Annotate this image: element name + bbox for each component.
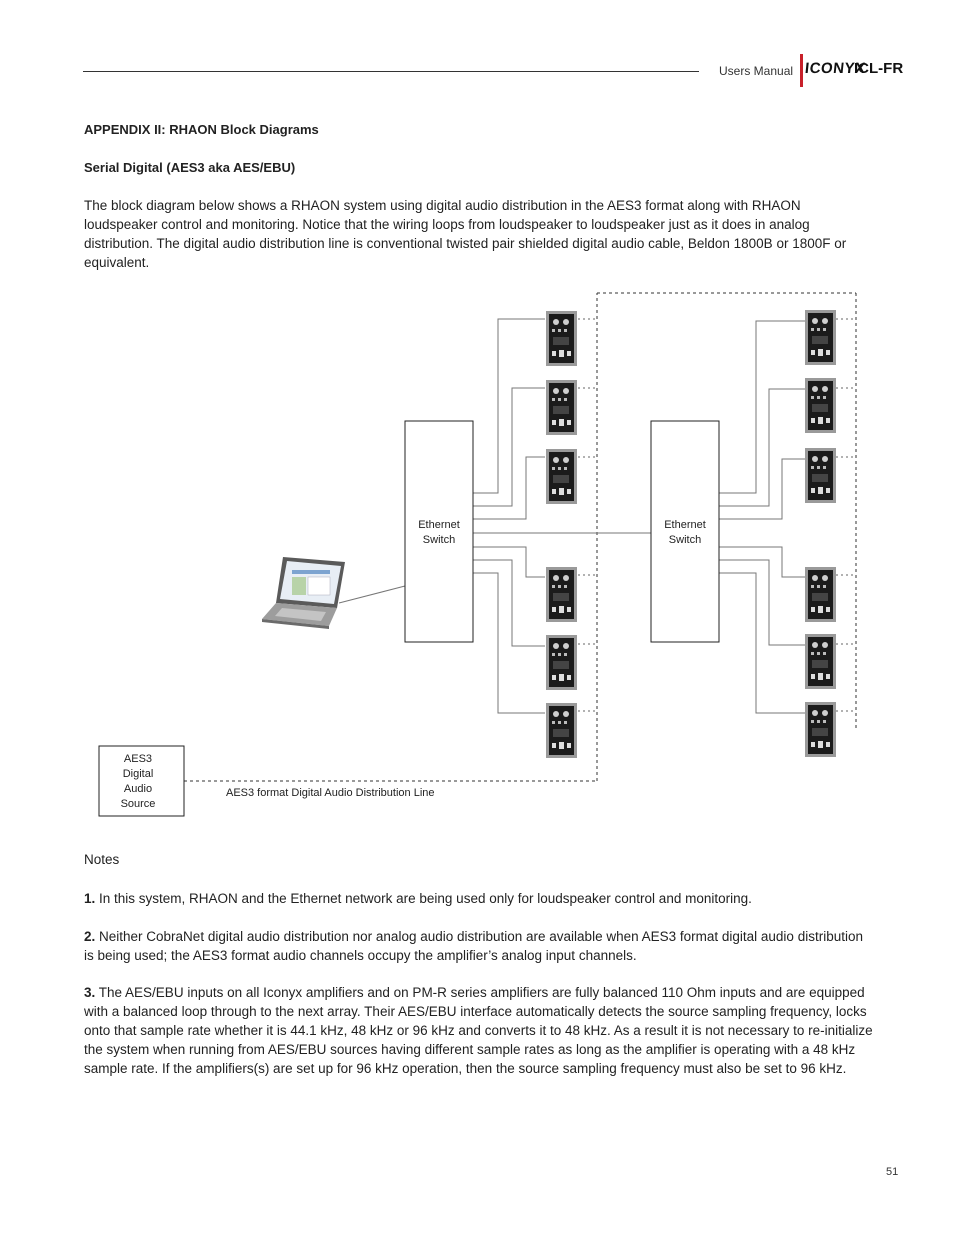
note-1-text: In this system, RHAON and the Ethernet n…	[95, 891, 752, 906]
amplifier-right-4	[805, 567, 836, 622]
distribution-line-label: AES3 format Digital Audio Distribution L…	[226, 787, 435, 799]
amplifier-right-2	[805, 378, 836, 433]
section-title: APPENDIX II: RHAON Block Diagrams	[84, 122, 319, 137]
amplifier-right-1	[805, 310, 836, 365]
amp-loop-links	[578, 318, 856, 712]
amplifier-left-5	[546, 635, 577, 690]
amplifier-left-3	[546, 449, 577, 504]
switch-right-label-1: Ethernet	[664, 519, 706, 531]
header-manual-label: Users Manual	[719, 64, 794, 78]
aes3-source-box	[98, 745, 185, 817]
ethernet-lines	[338, 318, 805, 714]
aes3-distribution-line	[184, 292, 857, 782]
amplifier-right-5	[805, 634, 836, 689]
note-2-text: Neither CobraNet digital audio distribut…	[84, 929, 863, 963]
ethernet-switch-left	[404, 420, 474, 643]
amplifier-left-6	[546, 703, 577, 758]
page-number: 51	[886, 1166, 899, 1178]
amplifier-left-4	[546, 567, 577, 622]
source-label-1: AES3	[124, 753, 152, 765]
block-diagram: Ethernet Switch Ethernet Switch AES3 Dig…	[98, 292, 857, 817]
source-label-4: Source	[121, 798, 156, 810]
switch-left-label-2: Switch	[423, 534, 455, 546]
amplifier-left-2	[546, 380, 577, 435]
note-3-number: 3.	[84, 985, 96, 1000]
note-2: 2. Neither CobraNet digital audio distri…	[84, 927, 874, 965]
intro-paragraph: The block diagram below shows a RHAON sy…	[84, 198, 847, 270]
note-3: 3. The AES/EBU inputs on all Iconyx ampl…	[84, 983, 874, 1078]
amplifier-right-6	[805, 702, 836, 757]
note-1-number: 1.	[84, 891, 96, 906]
switch-left-label-1: Ethernet	[418, 519, 460, 531]
source-label-3: Audio	[124, 783, 152, 795]
header-rule	[83, 71, 699, 72]
note-2-number: 2.	[84, 929, 96, 944]
note-3-text: The AES/EBU inputs on all Iconyx amplifi…	[84, 985, 873, 1076]
ethernet-switch-right	[650, 420, 720, 643]
switch-right-label-2: Switch	[669, 534, 701, 546]
amplifier-right-3	[805, 448, 836, 503]
header-model: ICL-FR	[854, 60, 904, 77]
notes-title: Notes	[84, 852, 120, 867]
subsection-title: Serial Digital (AES3 aka AES/EBU)	[84, 160, 296, 175]
brand-logo-bar	[800, 54, 803, 87]
amplifier-left-1	[546, 311, 577, 366]
laptop-icon	[262, 557, 345, 629]
source-label-2: Digital	[123, 768, 154, 780]
note-1: 1. In this system, RHAON and the Etherne…	[84, 889, 874, 908]
